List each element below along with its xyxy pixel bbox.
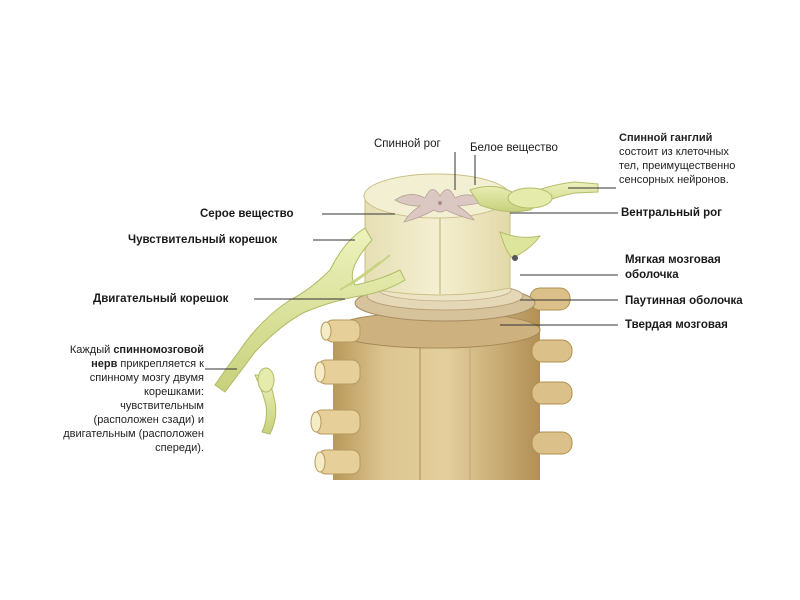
gray-matter-shape	[394, 189, 487, 223]
label-sensory-root: Чувствительный корешок	[128, 234, 278, 246]
desc-line4: корешками:	[143, 386, 204, 398]
label-pia-mater-2: оболочка	[625, 269, 679, 281]
label-white-matter: Белое вещество	[470, 142, 558, 154]
dorsal-root-ganglion	[469, 181, 599, 261]
ganglion-note: Спинной ганглий состоит из клеточных тел…	[619, 131, 735, 187]
desc-part1: Каждый	[69, 344, 114, 356]
label-ventral-horn: Вентральный рог	[621, 207, 722, 219]
desc-line8: спереди).	[155, 442, 204, 454]
spinal-cord	[363, 173, 511, 296]
ganglion-line2: тел, преимущественно	[619, 160, 736, 172]
desc-strong1: спинномозговой	[113, 344, 204, 356]
desc-line5: чувствительным	[120, 400, 204, 412]
desc-line7: двигательным (расположен	[63, 428, 204, 440]
desc-strong2: нерв	[91, 358, 118, 370]
label-pia-mater-1: Мягкая мозговая	[625, 254, 721, 266]
desc-part2: прикрепляется к	[117, 358, 204, 370]
left-nerve-stubs	[310, 319, 361, 475]
leader-lines	[205, 152, 618, 370]
label-dorsal-horn: Спинной рог	[374, 138, 441, 150]
label-arachnoid: Паутинная оболочка	[625, 295, 743, 307]
desc-line3: спинному мозгу двумя	[89, 372, 204, 384]
ganglion-title: Спинной ганглий	[619, 132, 713, 144]
label-gray-matter: Серое вещество	[200, 208, 294, 220]
vertebral-column	[331, 300, 541, 480]
desc-line6: (расположен сзади) и	[93, 414, 204, 426]
right-nerve-stubs	[529, 287, 573, 455]
label-dura-mater: Твердая мозговая	[625, 319, 728, 331]
ganglion-line3: сенсорных нейронов.	[619, 174, 729, 186]
spinal-nerve-description: Каждый спинномозговой нерв прикрепляется…	[28, 343, 204, 455]
label-motor-root: Двигательный корешок	[93, 293, 229, 305]
spinal-nerve-left	[214, 227, 406, 435]
ganglion-line1: состоит из клеточных	[619, 146, 729, 158]
